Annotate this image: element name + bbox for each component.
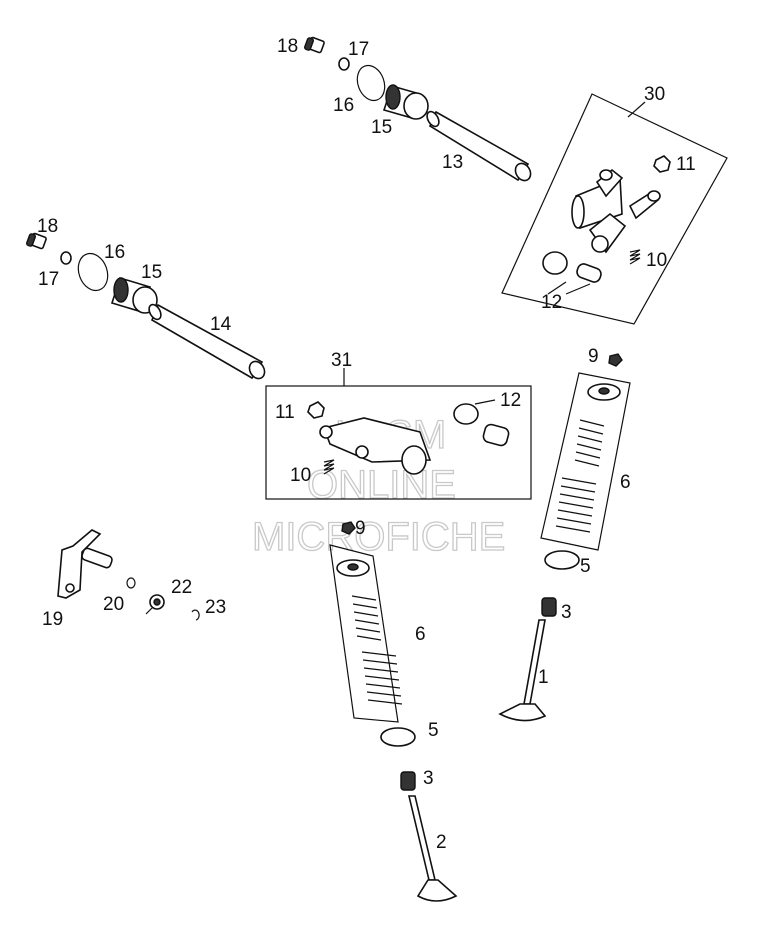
label-part-13: 13 bbox=[442, 152, 463, 173]
label-part-10-box30: 10 bbox=[646, 250, 667, 271]
spring-seat-5-right bbox=[544, 550, 580, 570]
bushing-12-box30 bbox=[542, 251, 602, 283]
spring-22 bbox=[145, 594, 165, 615]
shaft-14 bbox=[148, 303, 266, 380]
label-part-9-right: 9 bbox=[588, 346, 599, 367]
label-part-6-left: 6 bbox=[415, 624, 426, 645]
spring-10-box31 bbox=[323, 459, 335, 475]
label-part-22: 22 bbox=[171, 577, 192, 598]
label-part-11-box31: 11 bbox=[275, 402, 295, 423]
nut-11-box30 bbox=[653, 155, 671, 173]
label-part-23: 23 bbox=[205, 597, 226, 618]
label-part-15-left: 15 bbox=[141, 262, 162, 283]
label-part-12-box31: 12 bbox=[500, 390, 521, 411]
label-part-30: 30 bbox=[644, 84, 665, 105]
label-part-31: 31 bbox=[331, 350, 352, 371]
label-part-3-right: 3 bbox=[561, 602, 572, 623]
label-part-15-upper: 15 bbox=[371, 117, 392, 138]
rocker-arm-assembly-30 bbox=[501, 93, 728, 325]
valve-1 bbox=[498, 619, 547, 722]
clip-23 bbox=[191, 609, 200, 621]
valve-2 bbox=[407, 795, 458, 902]
bushing-15-left bbox=[110, 277, 158, 314]
bushing-15-upper bbox=[382, 84, 429, 120]
spring-10-box30 bbox=[629, 249, 641, 265]
watermark-line-3: MICROFICHE bbox=[252, 515, 505, 559]
label-part-17-left: 17 bbox=[38, 269, 59, 290]
oring-16-left bbox=[77, 252, 109, 292]
nut-11-box31 bbox=[307, 401, 325, 419]
oring-20 bbox=[126, 577, 136, 589]
bolt-18-left bbox=[25, 232, 47, 250]
label-part-2: 2 bbox=[436, 832, 447, 853]
label-part-17-upper: 17 bbox=[348, 39, 369, 60]
label-part-19: 19 bbox=[42, 609, 63, 630]
keeper-9-right bbox=[608, 353, 623, 367]
valve-spring-set-6-right bbox=[540, 372, 631, 551]
label-part-16-left: 16 bbox=[104, 242, 125, 263]
valve-spring-set-6-left bbox=[329, 544, 403, 723]
label-part-10-box31: 10 bbox=[290, 465, 311, 486]
label-part-1: 1 bbox=[538, 667, 549, 688]
watermark-line-2: ONLINE bbox=[307, 463, 456, 507]
valve-seal-3-right bbox=[541, 597, 557, 617]
oring-16-upper bbox=[356, 64, 386, 102]
label-part-18-upper: 18 bbox=[277, 36, 298, 57]
label-part-14: 14 bbox=[210, 314, 232, 335]
part-number-labels: 1 2 3 3 5 5 6 6 9 9 10 10 11 11 12 12 13… bbox=[37, 36, 696, 853]
label-part-9-left: 9 bbox=[355, 518, 366, 539]
washer-17-upper bbox=[338, 57, 350, 71]
rocker-arm-assembly-31 bbox=[265, 368, 532, 500]
label-part-11-box30: 11 bbox=[676, 154, 696, 175]
label-part-20: 20 bbox=[103, 594, 124, 615]
decompressor-lever-19 bbox=[57, 529, 113, 599]
label-part-3-left: 3 bbox=[423, 768, 434, 789]
washer-17-left bbox=[60, 251, 72, 265]
spring-seat-5-left bbox=[380, 727, 416, 747]
bushing-12-box31 bbox=[482, 423, 510, 447]
label-part-5-left: 5 bbox=[428, 720, 439, 741]
bolt-18-upper bbox=[303, 36, 325, 54]
label-part-18-left: 18 bbox=[37, 216, 58, 237]
shaft-13 bbox=[426, 110, 532, 182]
label-part-6-right: 6 bbox=[620, 472, 631, 493]
keeper-9-left bbox=[341, 521, 356, 535]
label-part-16-upper: 16 bbox=[333, 95, 354, 116]
label-part-12-box30: 12 bbox=[541, 292, 562, 313]
valve-seal-3-left bbox=[400, 771, 416, 791]
label-part-5-right: 5 bbox=[580, 556, 591, 577]
